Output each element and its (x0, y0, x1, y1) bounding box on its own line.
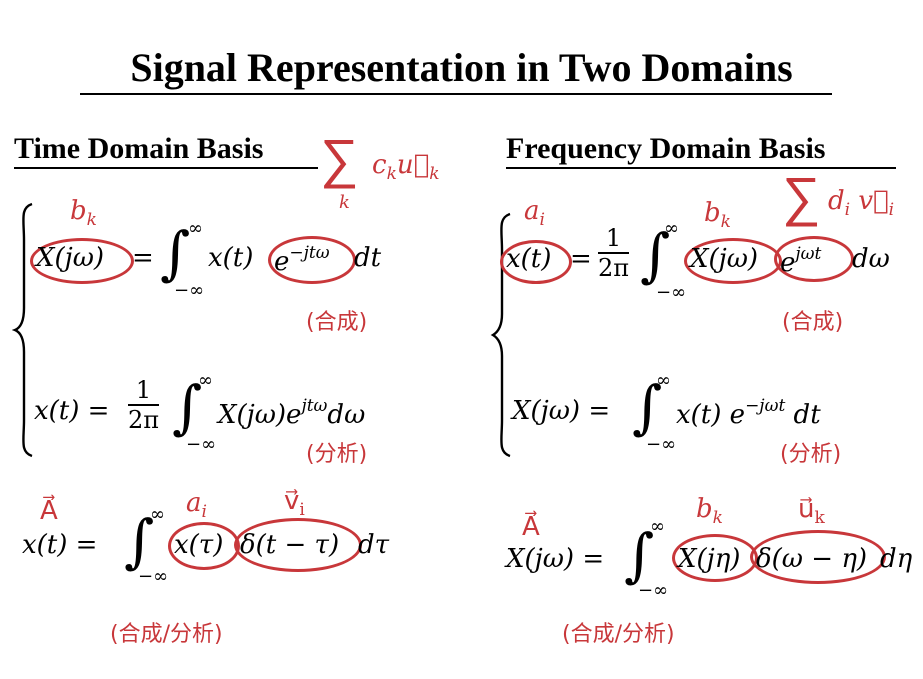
time-eq1-lhs: X(jω) (36, 243, 105, 273)
time-eq3-term1: x(τ) (174, 530, 224, 560)
slide-title: Signal Representation in Two Domains (130, 45, 793, 90)
time-eq3-label-ai: ai (186, 488, 207, 522)
time-eq3-label-vi: v⃗i (284, 486, 305, 520)
freq-eq1-kernel-circle (774, 236, 854, 282)
freq-eq3-label-bk: bk (696, 494, 723, 528)
time-eq2-lower: −∞ (186, 434, 217, 455)
freq-eq3-upper: ∞ (650, 516, 665, 537)
time-domain-heading-underline (14, 167, 318, 169)
time-eq2-note: (分析) (306, 442, 368, 467)
time-eq1-kernel-circle (268, 236, 356, 284)
time-eq3-lhs: x(t) = (22, 530, 98, 560)
freq-domain-heading: Frequency Domain Basis (506, 132, 826, 165)
freq-eq1-lhs: x(t) (506, 244, 552, 274)
freq-eq2-lhs: X(jω) = (512, 396, 611, 426)
freq-eq3-term1: X(jη) (678, 544, 741, 574)
freq-eq2-body: x(t) e−jωt dt (676, 396, 821, 430)
time-eq1-fx: x(t) (208, 243, 254, 273)
time-eq3-end: dτ (358, 530, 390, 560)
time-eq1-kernel: e−jtω (274, 243, 330, 277)
time-sum-symbol: ∑ (320, 127, 359, 190)
freq-eq2-upper: ∞ (656, 370, 671, 391)
time-eq3-term2: δ(t − τ) (240, 530, 340, 560)
time-eq2-integral: ∫ (172, 373, 203, 441)
freq-eq1-note: (合成) (782, 310, 844, 335)
freq-eq3-vector-A: A⃗ (522, 512, 540, 542)
time-eq3-note: (合成/分析) (110, 622, 223, 647)
freq-eq3-label-uk: u⃗k (798, 494, 825, 528)
freq-eq1-lower: −∞ (656, 282, 687, 303)
freq-eq3-integral: ∫ (624, 521, 655, 589)
freq-eq3-lhs: X(jω) = (506, 544, 605, 574)
freq-eq3-end: dη (880, 544, 913, 574)
time-eq3-integral: ∫ (124, 507, 155, 575)
freq-eq1-end: dω (852, 244, 890, 274)
time-eq3-lower: −∞ (138, 566, 169, 587)
time-eq1-dt: dt (354, 243, 382, 273)
freq-eq1-upper: ∞ (664, 218, 679, 239)
freq-brace (490, 212, 511, 458)
freq-eq1-kernel: ejωt (780, 244, 822, 278)
time-eq1-lhs-circle (30, 238, 134, 284)
freq-eq3-term2: δ(ω − η) (756, 544, 868, 574)
time-brace (12, 202, 33, 458)
freq-sum-expression: di v⃗i (828, 186, 895, 220)
time-sum-expression: cku⃗k (372, 150, 440, 184)
time-eq1-equals: = (132, 243, 154, 273)
time-eq2-upper: ∞ (198, 370, 213, 391)
time-eq1-note: (合成) (306, 310, 368, 335)
freq-eq2-integral: ∫ (632, 373, 663, 441)
time-eq1-integral: ∫ (160, 219, 191, 287)
time-eq1-lower: −∞ (174, 280, 205, 301)
freq-eq3-note: (合成/分析) (562, 622, 675, 647)
freq-label-ai: ai (524, 196, 545, 230)
time-domain-heading: Time Domain Basis (14, 132, 264, 165)
freq-eq3-lower: −∞ (638, 580, 669, 601)
time-eq3-vector-A: A⃗ (40, 496, 58, 526)
freq-eq3-term2-circle (750, 530, 886, 584)
time-eq2-lhs: x(t) = (34, 396, 110, 426)
freq-eq1-equals: = (570, 244, 592, 274)
time-eq3-term2-circle (234, 518, 362, 572)
freq-domain-heading-underline (506, 167, 896, 169)
freq-label-bk: bk (704, 198, 731, 232)
title-underline (80, 93, 832, 95)
freq-eq1-lhs-circle (500, 240, 572, 284)
time-eq1-upper: ∞ (188, 218, 203, 239)
freq-eq2-note: (分析) (780, 442, 842, 467)
time-sum-index: k (339, 192, 350, 213)
freq-eq1-term: X(jω) (690, 244, 759, 274)
time-eq3-upper: ∞ (150, 504, 165, 525)
freq-eq1-integral: ∫ (640, 221, 671, 289)
freq-eq2-lower: −∞ (646, 434, 677, 455)
time-eq2-body: X(jω)ejtωdω (218, 396, 366, 430)
freq-sum-symbol: ∑ (782, 165, 821, 228)
time-label-bk: bk (70, 196, 97, 230)
